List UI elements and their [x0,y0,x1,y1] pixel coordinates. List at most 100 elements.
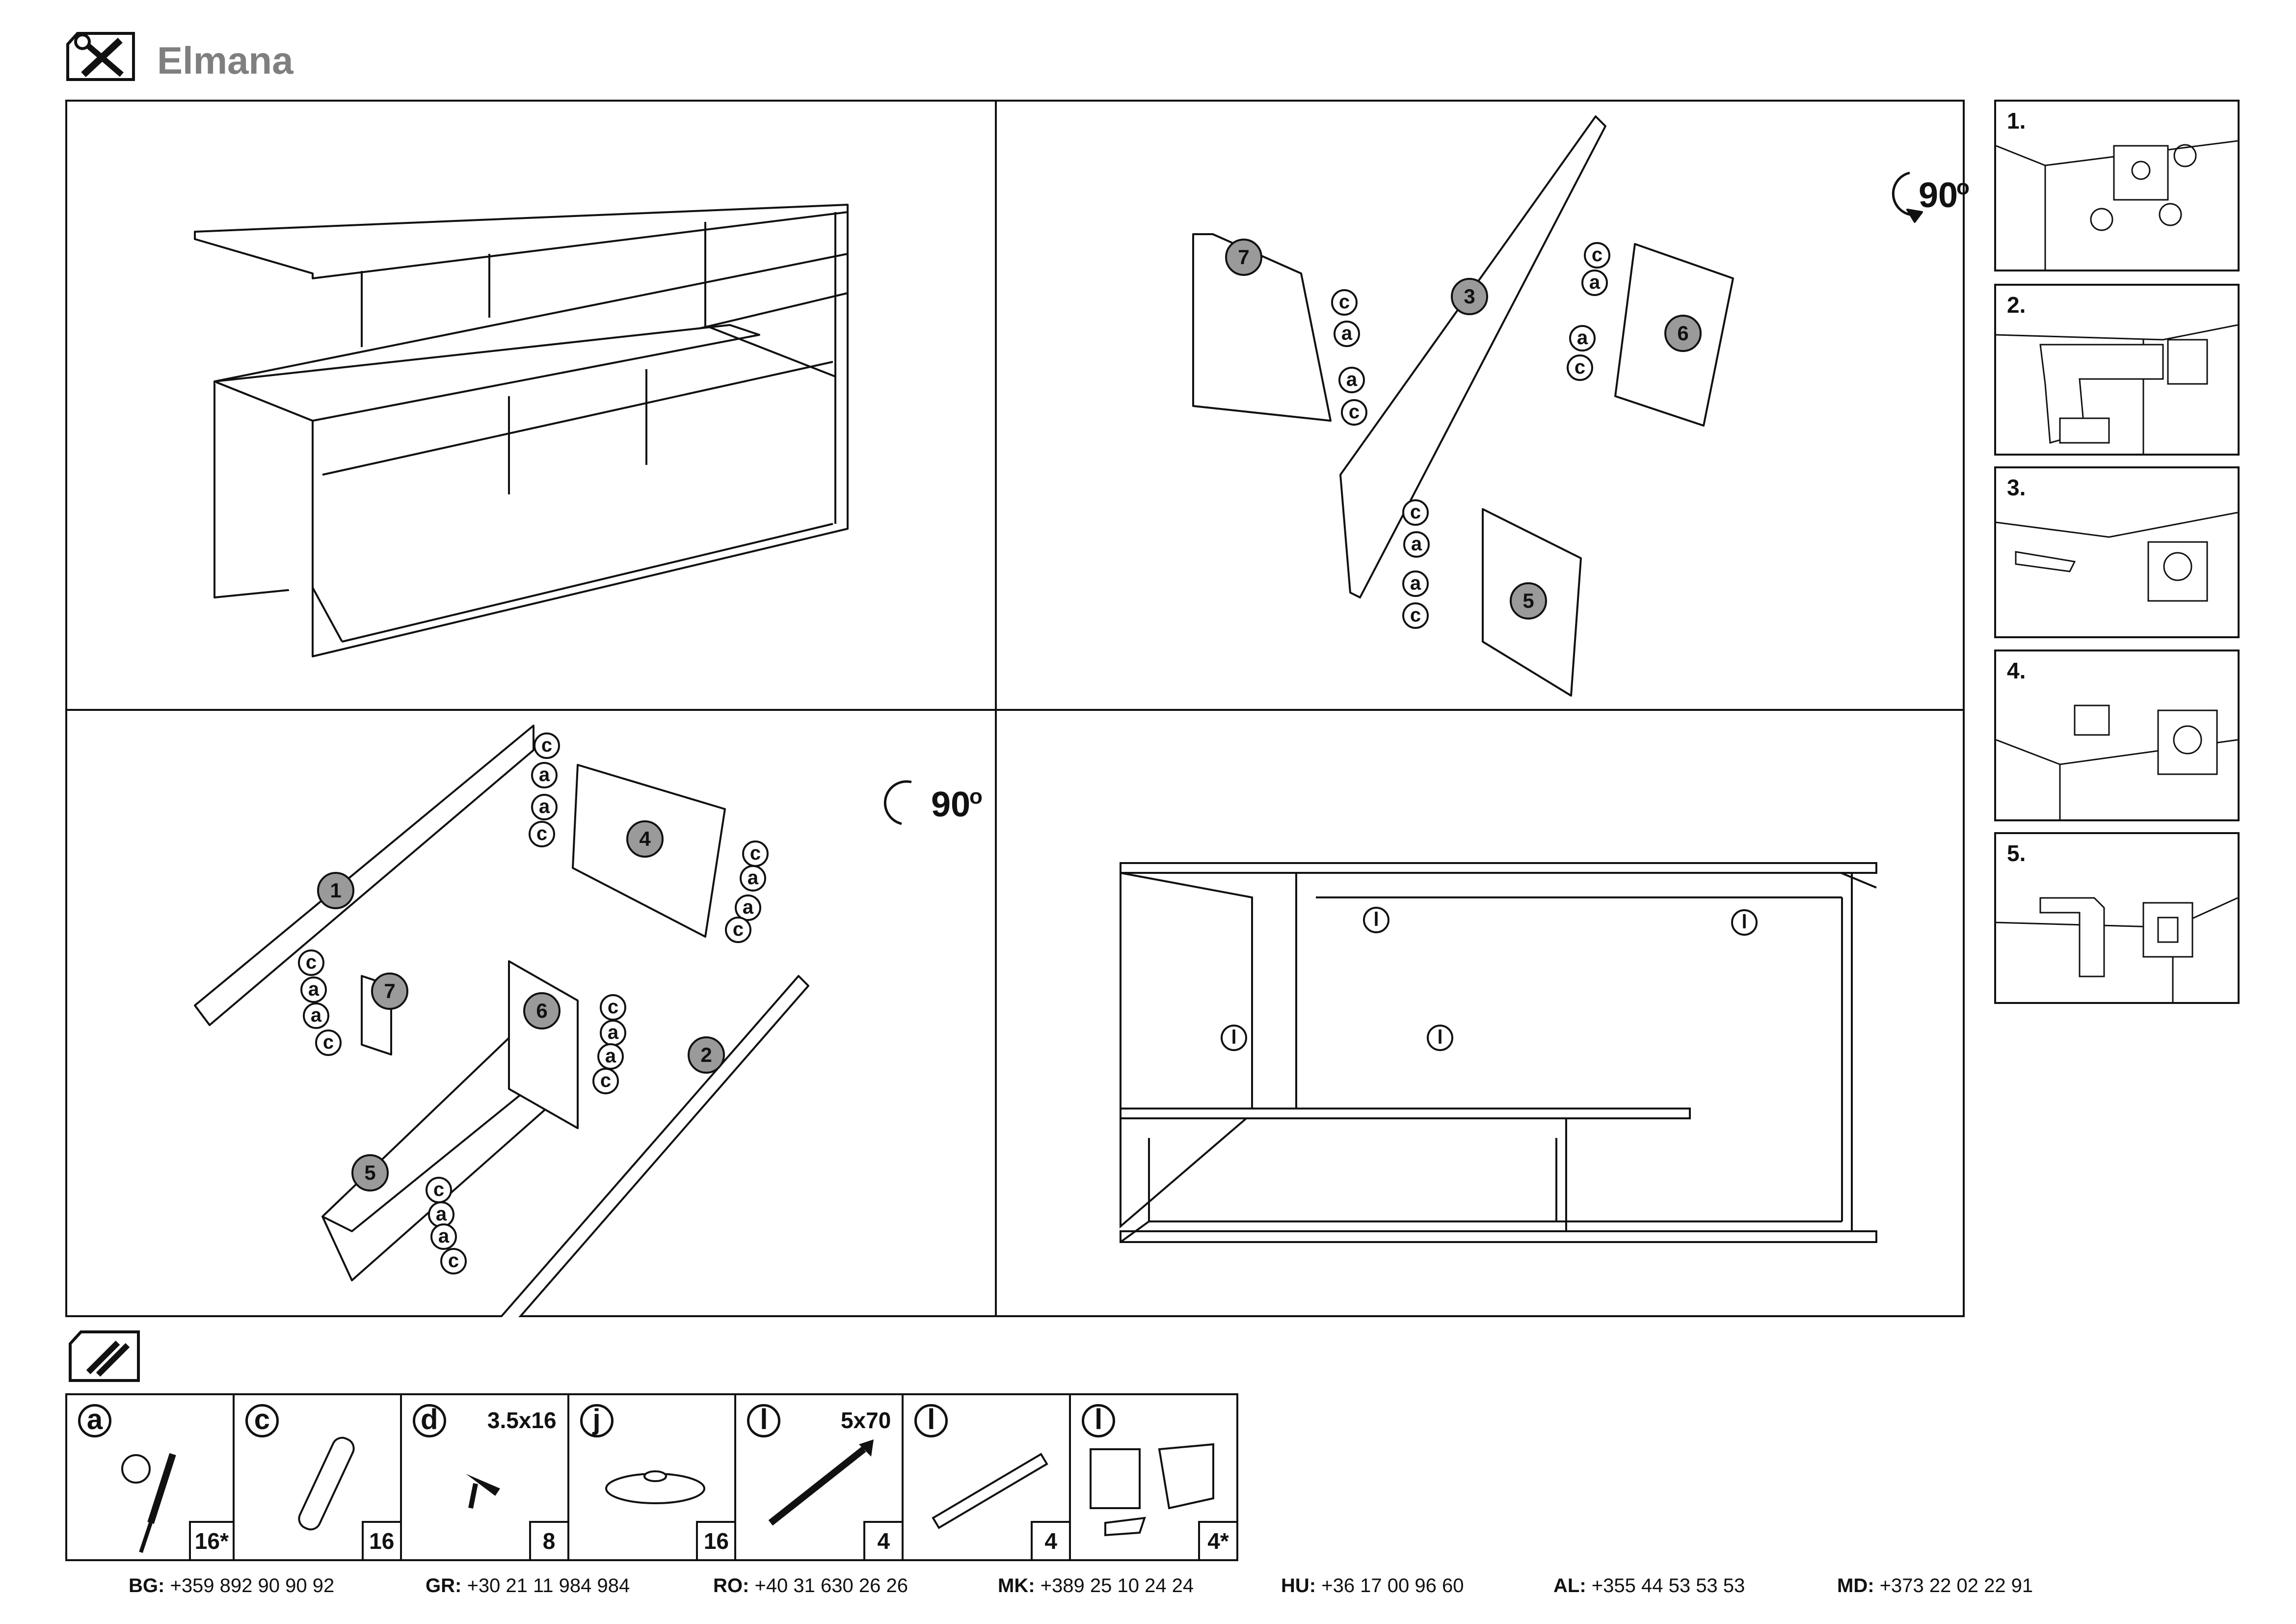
contact-code: HU: [1281,1575,1316,1597]
front-view-bracket-panel [997,711,1967,1317]
fitting-letter-marker: a [597,1043,624,1070]
glide-foot-icon [605,1470,705,1504]
contact-code: MD: [1837,1575,1874,1597]
contact-1: BG: +359 892 90 90 92 [129,1575,334,1597]
contact-5: HU: +36 17 00 96 60 [1281,1575,1464,1597]
panel-number-marker: 6 [1664,315,1702,352]
contact-code: GR: [426,1575,462,1597]
fitting-letter-marker: c [600,994,626,1021]
fitting-letter-marker: c [1341,399,1367,426]
hardware-quantity: 4 [863,1521,902,1559]
fitting-letter-marker: a [531,794,558,820]
panel-number-marker: 3 [1451,278,1488,315]
fitting-letter-marker: c [1584,242,1610,269]
fitting-letter-marker: c [529,821,555,847]
fitting-letter-marker: l [1731,909,1758,936]
drill-icon [1996,324,2238,454]
contact-code: RO: [713,1575,749,1597]
fitting-letter-marker: c [1402,602,1429,629]
fitting-letter-marker: c [1567,354,1593,381]
contact-code: MK: [998,1575,1035,1597]
contact-phone: +36 17 00 96 60 [1321,1575,1464,1597]
panel-divider-horizontal [67,709,1963,711]
panel-divider-vertical [995,102,997,1315]
fitting-letter-marker: c [592,1068,619,1094]
fitting-letter-marker: c [298,949,324,976]
contact-6: AL: +355 44 53 53 53 [1553,1575,1745,1597]
tools-icon [66,32,135,81]
step-4-box: 4. [1994,650,2240,821]
hardware-quantity: 16 [361,1521,400,1559]
fitting-letter-marker: c [742,840,769,867]
fitting-letter-marker: a [300,976,327,1003]
hardware-size: 5x70 [840,1407,891,1433]
screw-bracket-icon [1996,704,2238,819]
hardware-letter: l [914,1404,948,1437]
wall-bracket-icon [1090,1443,1215,1537]
contact-phone: +40 31 630 26 26 [754,1575,908,1597]
fitting-letter-marker: a [1403,531,1430,558]
step-5-box: 5. [1994,832,2240,1004]
side-panels-exploded-view: 90 o [997,102,1970,709]
contacts-row: BG: +359 892 90 90 92 GR: +30 21 11 984 9… [65,1575,2176,1604]
hang-unit-icon [1996,897,2238,1002]
hardware-letter: l [1082,1404,1116,1437]
step-3-box: 3. [1994,466,2240,638]
panel-number-marker: 7 [371,973,408,1010]
wall-bracket-marking-icon [1996,140,2238,270]
hardware-icon [69,1330,140,1382]
hardware-quantity: 16* [188,1521,233,1559]
fitting-letter-marker: a [303,1002,329,1029]
panel-number-marker: 5 [1510,582,1547,620]
hardware-letter: j [580,1404,614,1437]
hardware-letter: a [78,1404,111,1437]
step-2-box: 2. [1994,284,2240,456]
fitting-letter-marker: a [430,1223,457,1250]
contact-code: AL: [1553,1575,1586,1597]
rotation-angle-top-right: 90 [1919,176,1958,215]
finished-unit-drawing [194,204,849,657]
fitting-letter-marker: a [531,762,558,788]
hardware-quantity: 8 [529,1521,567,1559]
fitting-letter-marker: c [315,1029,342,1056]
fitting-letter-marker: a [1402,570,1429,597]
contact-2: GR: +30 21 11 984 984 [426,1575,630,1597]
rotation-angle-bottom-left: 90 [931,785,971,824]
wall-plug-icon [932,1453,1049,1529]
step-2-label: 2. [2007,292,2026,318]
contact-3: RO: +40 31 630 26 26 [713,1575,908,1597]
contact-code: BG: [129,1575,165,1597]
fitting-letter-marker: c [440,1248,467,1274]
panel-number-marker: 1 [317,872,354,909]
fitting-letter-marker: l [1427,1025,1453,1051]
cam-lock-icon [121,1453,176,1553]
long-screw-icon [769,1439,874,1526]
fitting-letter-marker: a [740,865,766,892]
wall-plug-insert-icon [1996,512,2238,602]
contact-phone: +30 21 11 984 984 [467,1575,630,1597]
step-5-label: 5. [2007,840,2026,866]
fitting-letter-marker: c [426,1177,452,1203]
fitting-letter-marker: a [1338,367,1365,393]
assembly-diagram-frame: 90 o 90 o [65,100,1970,1317]
finished-unit-panel [67,102,995,709]
hardware-quantity: 4* [1198,1521,1237,1559]
wooden-dowel-icon [298,1436,355,1531]
fitting-letter-marker: l [1363,907,1389,933]
step-1-label: 1. [2007,108,2026,134]
contact-phone: +355 44 53 53 53 [1591,1575,1745,1597]
fitting-letter-marker: a [1569,325,1596,352]
rotation-degree-bottom-left: o [969,785,983,809]
panel-number-marker: 6 [523,992,561,1029]
step-3-label: 3. [2007,475,2026,500]
rotation-degree-top-right: o [1956,175,1970,199]
contact-7: MD: +373 22 02 22 91 [1837,1575,2033,1597]
short-screw-icon [465,1474,500,1509]
fitting-letter-marker: a [600,1020,626,1046]
